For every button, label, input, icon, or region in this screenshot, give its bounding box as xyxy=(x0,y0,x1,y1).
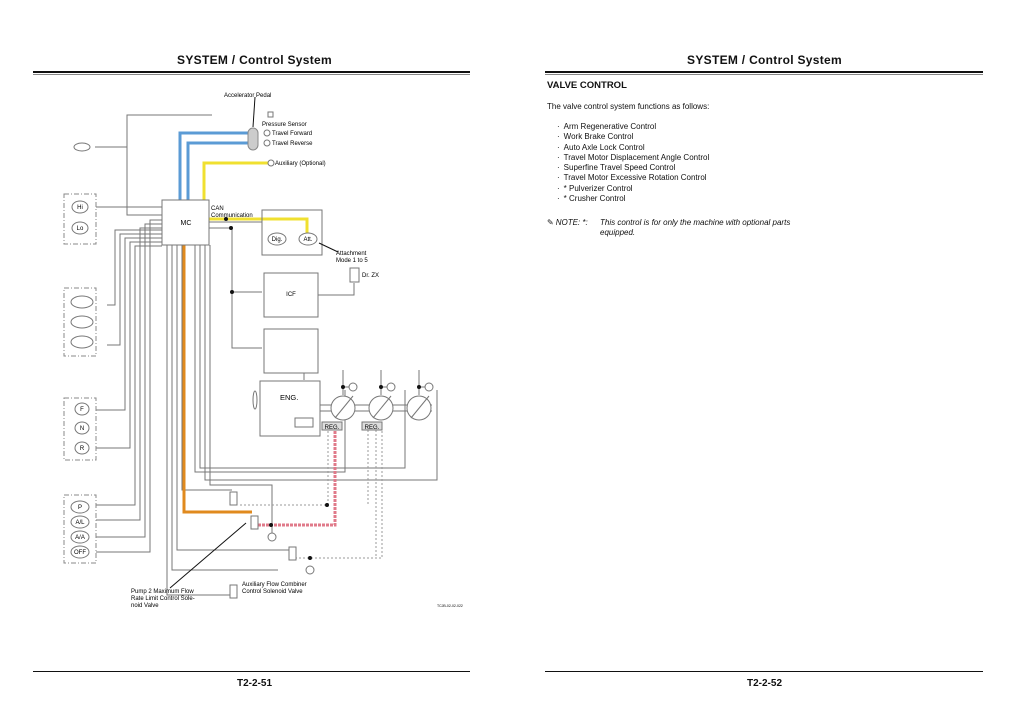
accelerator-arrow xyxy=(252,96,256,128)
travel-reverse-label: Travel Reverse xyxy=(272,141,313,147)
accelerator-label: Accelerator Pedal xyxy=(224,93,271,99)
al-switch-label: A/L xyxy=(75,520,85,526)
pressure-sensor-icon xyxy=(267,111,274,118)
list-item: Auto Axle Lock Control xyxy=(557,143,709,153)
travel-reverse-line xyxy=(186,141,252,210)
mc-controller xyxy=(161,199,210,246)
reg-1 xyxy=(321,421,343,431)
engine-label: ENG. xyxy=(280,393,298,402)
blank-controller-box xyxy=(263,328,319,374)
list-item: Travel Motor Excessive Rotation Control xyxy=(557,173,709,183)
pump2-pilot-line xyxy=(258,430,337,527)
pilot-dashed-lines xyxy=(240,430,383,559)
figure-id: TCJB-02-02-022 xyxy=(437,604,463,608)
pump2-arrow xyxy=(169,522,247,589)
reg-1-label: REG. xyxy=(325,425,340,431)
list-item: * Pulverizer Control xyxy=(557,184,709,194)
pump2-label-1: Pump 2 Maximum Flow xyxy=(131,589,194,595)
pump-group xyxy=(330,382,434,421)
header-rule-left-thin xyxy=(33,74,470,75)
aux-combiner-label-1: Auxiliary Flow Combiner xyxy=(242,582,307,588)
reg-2 xyxy=(361,421,383,431)
aa-switch-label: A/A xyxy=(75,535,85,541)
can-label-2: Communication xyxy=(211,213,253,219)
left-page: SYSTEM / Control System xyxy=(0,0,509,722)
travel-forward-line xyxy=(178,131,252,210)
function-list: Arm Regenerative Control Work Brake Cont… xyxy=(557,122,710,204)
auxiliary-label: Auxiliary (Optional) xyxy=(275,161,326,167)
att-switch xyxy=(298,232,318,246)
pump2-label-3: noid Valve xyxy=(131,603,159,609)
att-label: Att. xyxy=(303,237,312,243)
list-item: Arm Regenerative Control xyxy=(557,122,709,132)
pencil-note-icon: ✎ xyxy=(547,218,554,227)
dr-zx-label: Dr. ZX xyxy=(362,273,379,279)
attachment-label-1: Attachment xyxy=(336,251,367,257)
hi-switch-label: Hi xyxy=(77,205,83,211)
list-item: Superfine Travel Speed Control xyxy=(557,163,709,173)
section-title: VALVE CONTROL xyxy=(547,80,627,91)
footer-rule-right xyxy=(545,671,983,672)
f-switch-label: F xyxy=(80,407,84,413)
list-item: Work Brake Control xyxy=(557,132,709,142)
list-item: * Crusher Control xyxy=(557,194,709,204)
fan-icon xyxy=(252,390,258,410)
monitor-box xyxy=(261,209,323,256)
pressure-sensor-label: Pressure Sensor xyxy=(262,122,307,128)
header-rule-right xyxy=(545,71,983,73)
header-rule-left xyxy=(33,71,470,73)
note: ✎NOTE: *: This control is for only the m… xyxy=(547,218,790,237)
dig-label: Dig. xyxy=(272,237,283,243)
engine-sensor xyxy=(294,417,314,428)
page-header-left: SYSTEM / Control System xyxy=(177,53,332,67)
travel-forward-label: Travel Forward xyxy=(272,131,312,137)
control-system-diagram: MC CAN Communication Dig. Att. Attachmen… xyxy=(63,93,463,609)
icf-label: ICF xyxy=(286,292,296,298)
footer-rule-left xyxy=(33,671,470,672)
accelerator-pedal-icon xyxy=(247,127,259,151)
engine-box xyxy=(259,380,321,437)
pump2-label-2: Rate Limit Control Sole- xyxy=(131,596,195,602)
page-number-left: T2-2-51 xyxy=(236,678,272,689)
lo-switch-label: Lo xyxy=(77,226,84,232)
intro-text: The valve control system functions as fo… xyxy=(547,102,710,111)
list-item: Travel Motor Displacement Angle Control xyxy=(557,153,710,163)
page-number-right: T2-2-52 xyxy=(746,678,782,689)
dr-zx-icon xyxy=(349,267,360,283)
off-switch-label: OFF xyxy=(74,550,86,556)
r-switch-label: R xyxy=(80,446,85,452)
header-rule-right-thin xyxy=(545,74,983,75)
solenoid-valves xyxy=(229,491,315,599)
mc-label: MC xyxy=(181,220,192,227)
auxiliary-line xyxy=(202,161,268,210)
attachment-arrow xyxy=(318,242,339,253)
page-header-right: SYSTEM / Control System xyxy=(687,53,842,67)
key-switch-icon xyxy=(73,142,91,152)
dig-switch xyxy=(267,232,287,246)
n-switch-label: N xyxy=(80,426,84,432)
note-label: NOTE: *: xyxy=(555,218,588,227)
p-switch-label: P xyxy=(78,505,82,511)
aux-combiner-label-2: Control Solenoid Valve xyxy=(242,589,303,595)
can-line xyxy=(209,217,309,234)
reg-2-label: REG. xyxy=(365,425,380,431)
icf-box xyxy=(263,272,319,318)
switch-panels xyxy=(63,193,97,564)
wires xyxy=(95,114,438,596)
attachment-label-2: Mode 1 to 5 xyxy=(336,258,368,264)
note-text: This control is for only the machine wit… xyxy=(600,218,791,237)
can-label-1: CAN xyxy=(211,206,224,212)
pump2-signal-line xyxy=(182,245,252,514)
